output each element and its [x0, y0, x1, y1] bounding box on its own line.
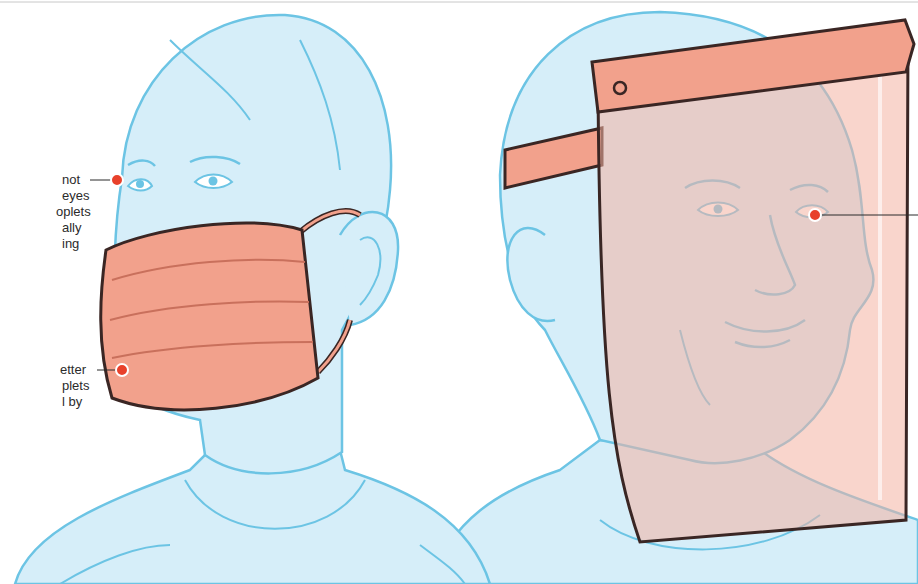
- callout-dot: [111, 174, 123, 186]
- callout-text: plets: [62, 378, 89, 394]
- eyebrow: [128, 157, 240, 166]
- leader-line: [820, 215, 918, 216]
- pupil: [209, 177, 218, 186]
- callout-text: oplets: [56, 204, 91, 220]
- shield-glare: [878, 60, 882, 500]
- collar: [185, 480, 365, 529]
- callout-text: ing: [62, 236, 79, 252]
- mask-pleat: [110, 260, 313, 358]
- hairline: [170, 40, 340, 170]
- eye: [128, 175, 232, 191]
- callout-text: not: [62, 172, 80, 188]
- shield-strap: [505, 128, 602, 188]
- pupil: [136, 180, 144, 188]
- face-mask: [101, 223, 318, 410]
- ear-detail: [360, 237, 380, 305]
- shield-visor: [592, 20, 914, 112]
- callout-text: eyes: [62, 188, 89, 204]
- callout-text: ally: [62, 220, 82, 236]
- callout-dot: [809, 209, 821, 221]
- callout-dot: [116, 364, 128, 376]
- shield-button: [614, 82, 626, 94]
- shirt-fold: [60, 545, 465, 584]
- ear: [340, 212, 398, 325]
- callout-text: etter: [60, 362, 86, 378]
- ear: [507, 228, 555, 321]
- leader-line: [97, 370, 118, 371]
- callout-text: l by: [62, 394, 82, 410]
- face-shield: [598, 42, 908, 542]
- rule-line: [0, 2, 918, 3]
- leader-line: [90, 180, 113, 181]
